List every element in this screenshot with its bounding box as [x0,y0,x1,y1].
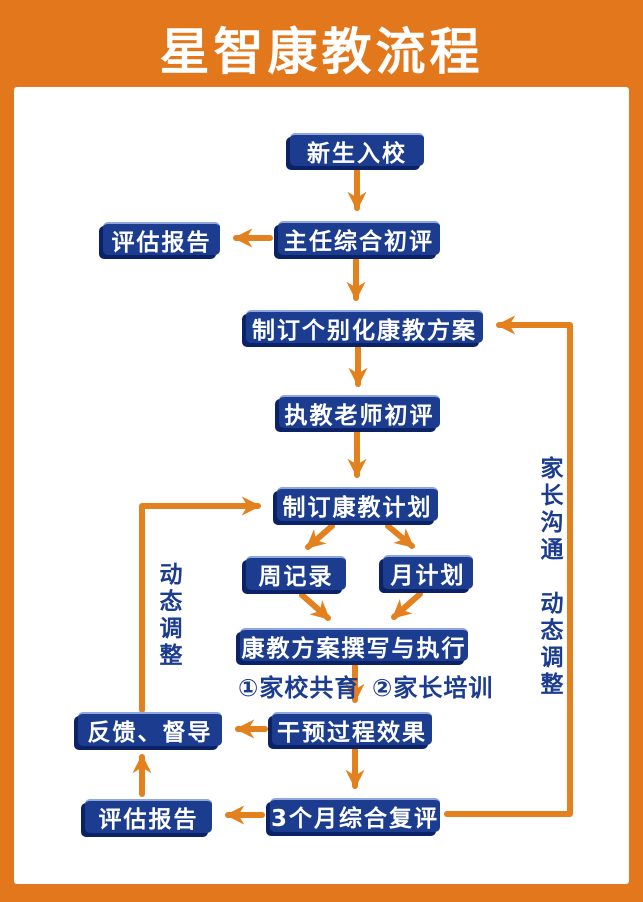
node-new-student: 新生入校 [290,133,424,167]
node-report-top: 评估报告 [103,222,220,256]
node-new-student-label: 新生入校 [307,140,407,167]
node-review-3month: 3个月综合复评 [270,798,440,832]
node-teacher-eval-label: 执教老师初评 [284,402,435,429]
node-edu-plan: 制订康教计划 [277,487,438,521]
node-monthly-plan: 月计划 [383,555,473,589]
node-plan-execution: 康教方案撰写与执行 [240,628,468,662]
node-monthly-plan-label: 月计划 [390,563,466,589]
node-teacher-eval: 执教老师初评 [279,395,440,429]
node-report-bottom: 评估报告 [85,799,212,833]
node-feedback-label: 反馈、督导 [87,720,213,746]
node-plan-execution-label: 康教方案撰写与执行 [241,635,467,662]
node-director-eval-label: 主任综合初评 [284,229,434,255]
node-report-bottom-label: 评估报告 [98,807,199,833]
side-label-dynamic-adjust-left: 动态调整 [155,562,181,670]
node-feedback: 反馈、督导 [78,712,222,746]
node-intervention-label: 干预过程效果 [277,719,427,746]
node-individual-plan: 制订个别化康教方案 [246,310,483,344]
node-intervention: 干预过程效果 [272,712,432,746]
note-home-school: ①家校共育 [238,674,360,702]
node-review-3month-label: 3个月综合复评 [270,806,439,832]
node-weekly-record: 周记录 [246,556,346,590]
node-report-top-label: 评估报告 [111,229,212,256]
side-label-parent-communication-right: 家长沟通 动态调整 [536,456,562,699]
poster-title: 星智康教流程 [159,23,484,81]
node-edu-plan-label: 制订康教计划 [282,495,433,521]
node-individual-plan-label: 制订个别化康教方案 [252,317,477,344]
note-parent-training: ②家长培训 [372,674,494,702]
node-director-eval: 主任综合初评 [278,221,440,255]
node-weekly-record-label: 周记录 [258,564,334,590]
